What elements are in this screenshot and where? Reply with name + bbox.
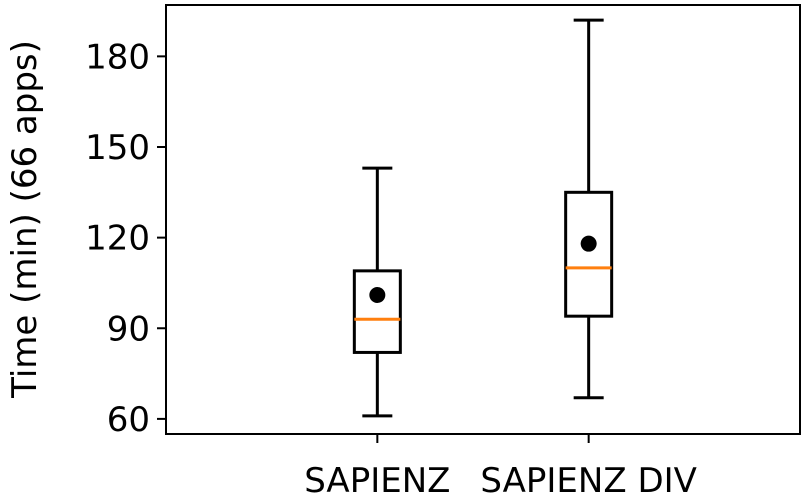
iqr-box (352, 269, 402, 354)
y-tick-label-180: 180 (85, 37, 150, 77)
y-tick-label-60: 60 (107, 400, 150, 440)
mean-marker (580, 235, 597, 252)
x-tick-label-1: SAPIENZ DIV (480, 461, 696, 497)
y-tick-label-150: 150 (85, 128, 150, 168)
mean-marker (369, 287, 386, 304)
x-axis: SAPIENZ SAPIENZ DIV (304, 434, 697, 497)
y-tick-label-120: 120 (85, 219, 150, 259)
boxes (352, 18, 614, 418)
box-1 (564, 18, 614, 400)
box-0 (352, 166, 402, 418)
y-tick-label-90: 90 (107, 309, 150, 349)
y-axis-label: Time (min) (66 apps) (5, 40, 45, 399)
plot-frame (165, 4, 801, 435)
iqr-box (564, 190, 614, 318)
x-tick-label-0: SAPIENZ (304, 461, 450, 497)
y-axis: 60 90 120 150 180 (85, 37, 166, 440)
